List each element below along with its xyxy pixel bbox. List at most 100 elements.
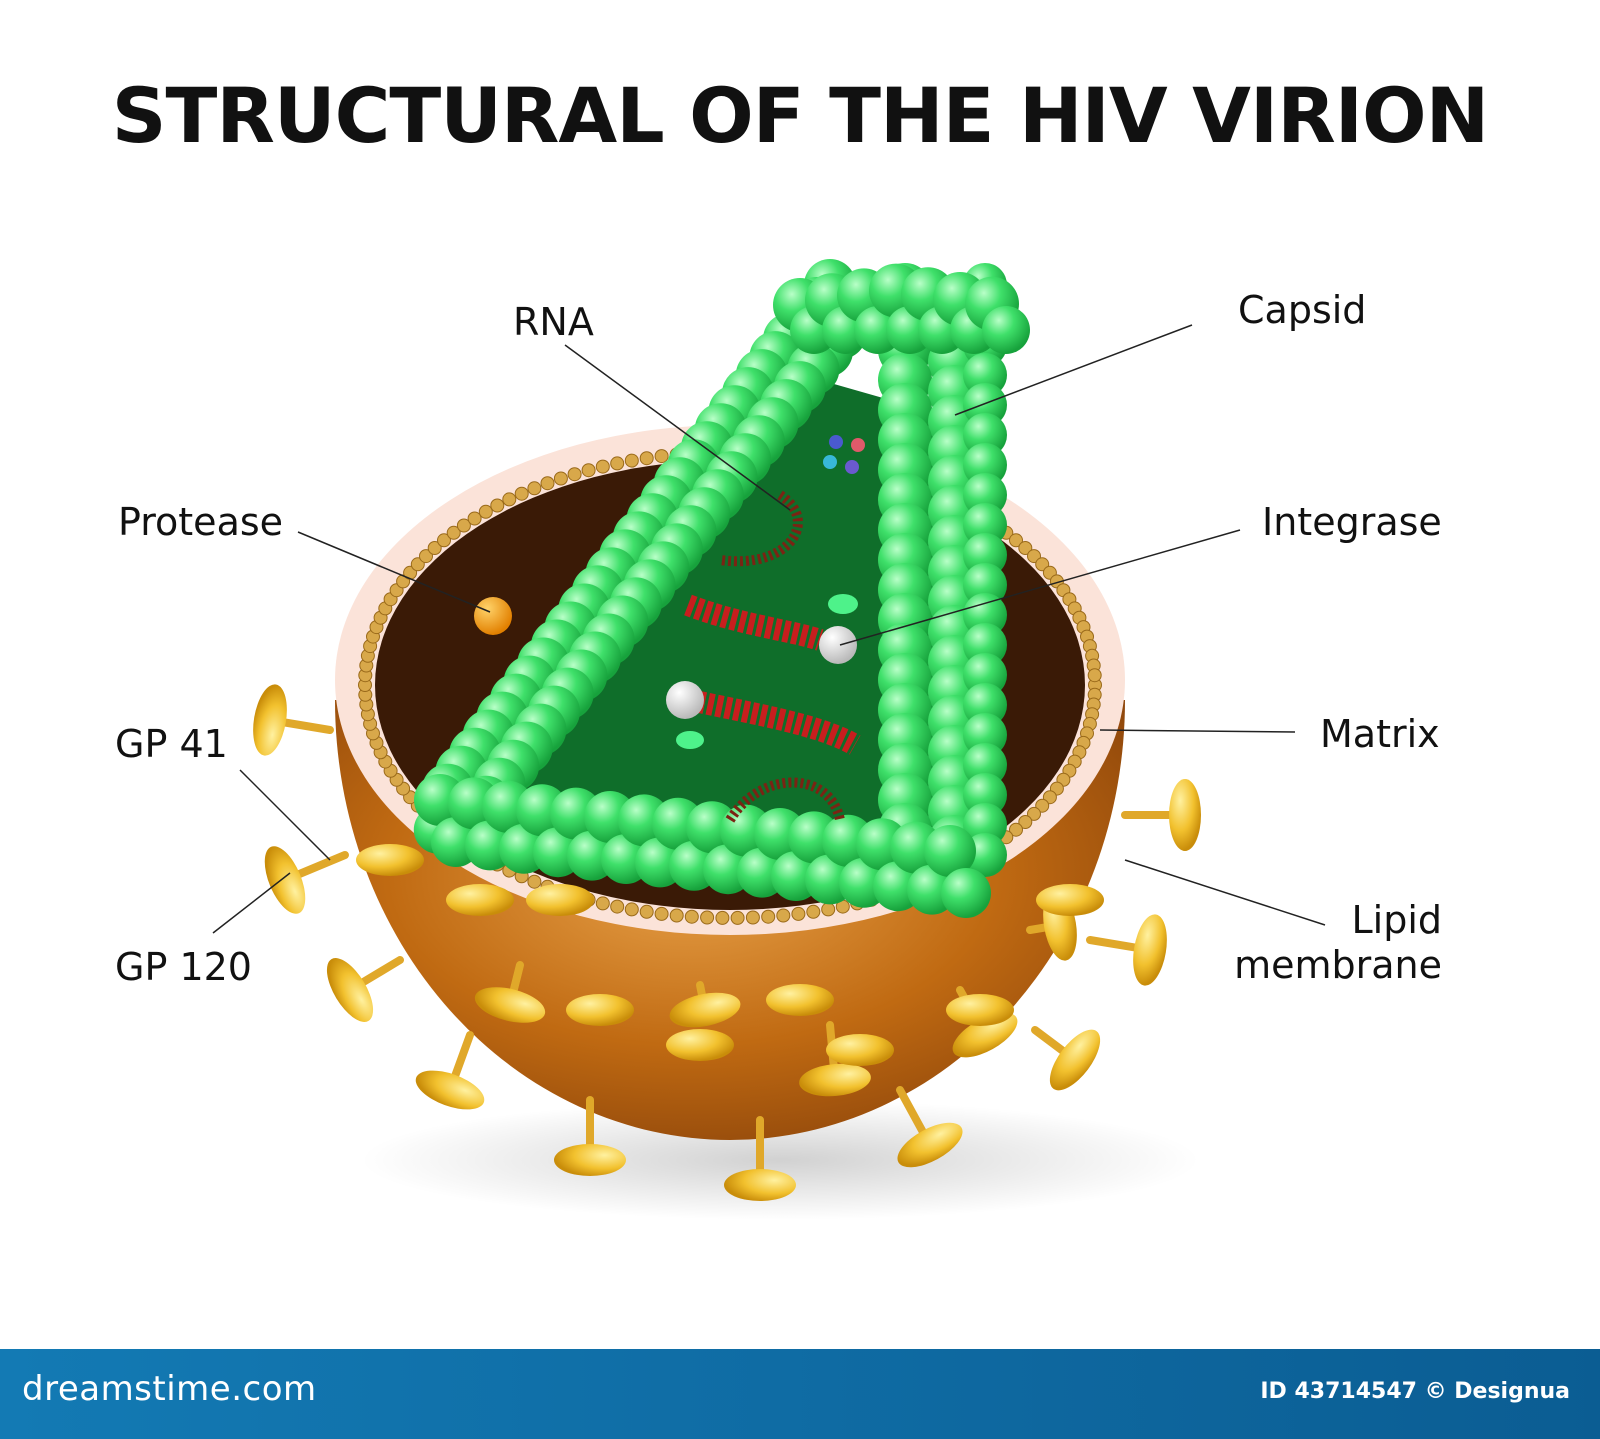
- matrix-bead: [745, 910, 760, 925]
- matrix-bead: [1087, 668, 1102, 683]
- matrix-bead: [1027, 806, 1041, 821]
- gp120-cap: [1049, 1029, 1101, 1091]
- footer-credit: ID 43714547 © Designua: [1260, 1379, 1570, 1404]
- surface-stud: [526, 884, 594, 916]
- leader-line-rna: [564, 344, 791, 511]
- gp120-cap: [415, 1070, 485, 1110]
- matrix-bead: [581, 463, 596, 478]
- capsid-protein-sphere: [941, 868, 991, 918]
- matrix-bead: [669, 908, 684, 923]
- surface-stud: [446, 884, 514, 916]
- matrix-bead: [684, 909, 699, 924]
- gp120-cap: [897, 1122, 963, 1168]
- capsid-protein-sphere: [982, 306, 1030, 354]
- surface-stud: [666, 1029, 734, 1061]
- hiv-virion-diagram: [212, 259, 1326, 1220]
- molecule-dot: [845, 460, 859, 474]
- surface-stud: [356, 844, 424, 876]
- matrix-bead: [527, 481, 542, 496]
- surface-stud: [566, 994, 634, 1026]
- surface-stud: [946, 994, 1014, 1026]
- rna-strand: [687, 689, 861, 755]
- leader-lines: [212, 324, 1326, 934]
- matrix-bead: [639, 451, 654, 466]
- matrix-bead: [427, 541, 442, 555]
- gp120-cap: [1169, 779, 1201, 851]
- matrix-bead: [624, 453, 639, 468]
- protease-particle: [474, 597, 512, 635]
- matrix-bead: [446, 525, 461, 540]
- page-title: STRUCTURAL OF THE HIV VIRION: [111, 71, 1489, 160]
- virion-shadow: [360, 1100, 1200, 1220]
- matrix-bead: [595, 459, 610, 474]
- enzyme-particle: [828, 594, 858, 614]
- footer-bar: dreamstime.com ID 43714547 © Designua: [0, 1349, 1600, 1439]
- molecule-dot: [851, 438, 865, 452]
- matrix-bead: [553, 471, 568, 486]
- enzyme-particle: [676, 731, 704, 749]
- gp120-cap: [554, 1144, 626, 1176]
- integrase-particle: [666, 681, 704, 719]
- capsid-cone: [413, 259, 1030, 918]
- label-matrix: Matrix: [1320, 712, 1440, 756]
- matrix-bead: [624, 902, 639, 917]
- surface-stud: [826, 1034, 894, 1066]
- label-rna: RNA: [513, 300, 594, 344]
- glycoprotein-spikes: [253, 684, 1201, 1201]
- matrix-bead: [514, 486, 529, 501]
- gp120-cap: [952, 1012, 1018, 1058]
- surface-stud: [1036, 884, 1104, 916]
- matrix-bead: [761, 909, 776, 924]
- leader-line-gp120: [212, 872, 291, 934]
- label-gp41: GP 41: [115, 722, 228, 766]
- gp120-cap: [724, 1169, 796, 1201]
- matrix-bead: [527, 874, 542, 889]
- capsid-contents: [474, 435, 865, 823]
- leader-line-gp41: [239, 769, 331, 861]
- leader-line-capsid: [954, 324, 1193, 416]
- matrix-bead: [437, 533, 451, 548]
- label-lipid: Lipid: [1351, 898, 1442, 942]
- matrix-bead: [1009, 533, 1023, 548]
- label-integrase: Integrase: [1262, 500, 1442, 544]
- gp120-cap: [474, 987, 546, 1023]
- matrix-bead: [715, 910, 730, 925]
- rna-strand: [725, 777, 845, 823]
- leader-line-matrix: [1099, 729, 1296, 733]
- matrix-bead: [490, 498, 505, 513]
- rna-strand: [684, 594, 824, 651]
- matrix-bead: [700, 910, 715, 925]
- matrix-bead: [456, 518, 471, 533]
- matrix-bead: [1018, 815, 1033, 829]
- matrix-bead: [654, 906, 669, 921]
- matrix-bead: [806, 904, 821, 919]
- integrase-particle: [819, 626, 857, 664]
- matrix-bead: [502, 492, 517, 507]
- matrix-bead: [410, 557, 425, 572]
- matrix-bead: [1027, 549, 1041, 564]
- matrix-bead: [776, 908, 791, 923]
- matrix-bead: [595, 896, 610, 911]
- matrix-bead: [639, 904, 654, 919]
- label-membrane: membrane: [1234, 942, 1442, 987]
- label-gp120: GP 120: [115, 945, 252, 989]
- leader-line-lipid: [1124, 859, 1326, 926]
- matrix-bead: [540, 476, 555, 491]
- gp120-cap: [1133, 914, 1167, 986]
- matrix-bead: [654, 449, 669, 464]
- gp120-cap: [253, 684, 287, 756]
- molecule-dot: [829, 435, 843, 449]
- matrix-bead: [478, 504, 493, 519]
- matrix-bead: [1035, 798, 1050, 813]
- matrix-bead: [730, 910, 745, 925]
- matrix-bead: [567, 467, 582, 482]
- capsid-interior: [470, 380, 960, 880]
- gp120-cap: [669, 992, 741, 1028]
- leader-line-integrase: [839, 529, 1241, 646]
- matrix-bead: [419, 549, 433, 564]
- matrix-bead: [821, 902, 836, 917]
- label-lipid-membrane: Lipid membrane: [1234, 898, 1442, 988]
- matrix-bead: [1009, 822, 1023, 837]
- surface-stud: [766, 984, 834, 1016]
- label-capsid: Capsid: [1238, 288, 1367, 332]
